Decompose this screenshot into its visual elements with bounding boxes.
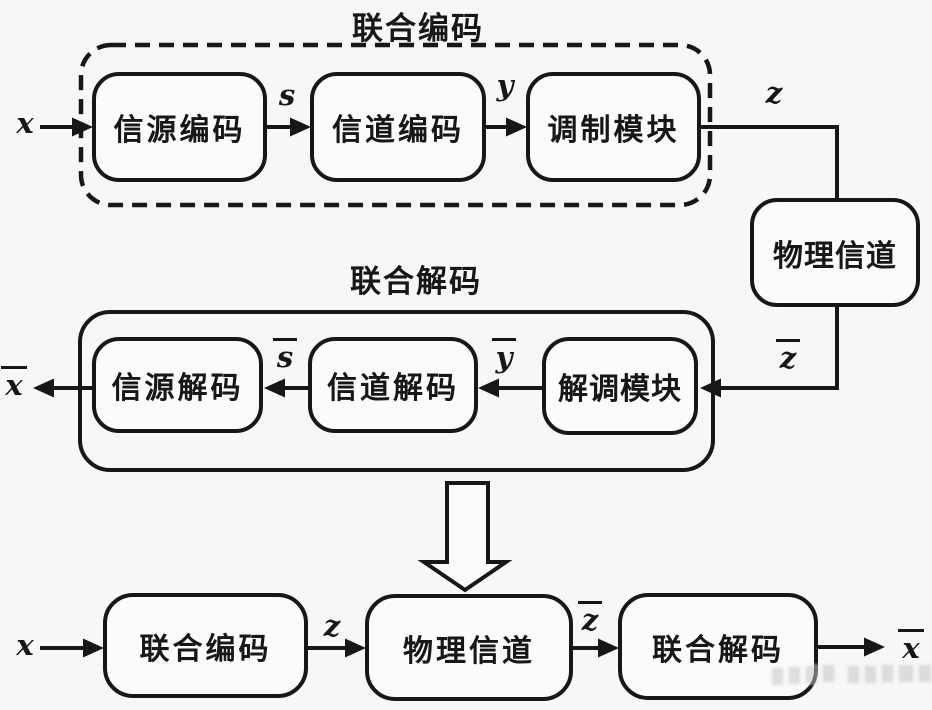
arrow-xbar-output [33, 378, 92, 398]
source-encoder-box: 信源编码 [92, 72, 267, 182]
label-z-bar-bottom: z [568, 601, 612, 635]
label-y-bar: y [482, 338, 526, 372]
channel-decoder-box: 信道解码 [308, 337, 478, 433]
physical-channel-box: 物理信道 [750, 198, 920, 307]
label-s: s [278, 78, 296, 112]
label-z-bottom: z [323, 609, 341, 643]
label-x-input-bottom: x [16, 628, 34, 662]
modulator-box: 调制模块 [526, 72, 701, 182]
line-z-modulator-to-physical-channel [700, 125, 839, 199]
label-x-input: x [16, 106, 34, 140]
label-y: y [496, 68, 514, 102]
label-x-bar-bottom: x [889, 629, 932, 663]
joint-decoder-border [78, 310, 715, 472]
source-decoder-box: 信源解码 [92, 337, 263, 433]
label-z-bar: z [766, 339, 810, 373]
arrow-zbar-physical-channel-to-demodulator [700, 306, 839, 398]
arrow-s-encoder-to-channel [266, 117, 311, 137]
arrow-x-to-joint-encoder [40, 638, 104, 658]
arrow-sbar-channel-decoder-to-source-decoder [264, 378, 309, 398]
label-z: z [765, 76, 783, 110]
big-down-arrow [417, 481, 513, 593]
channel-encoder-box: 信道编码 [310, 72, 486, 182]
joint-encoder-summary-box: 联合编码 [103, 593, 308, 698]
arrow-zbar-physical-channel-to-joint-decoder [572, 638, 619, 658]
physical-channel-summary-box: 物理信道 [365, 594, 573, 701]
label-s-bar: s [263, 338, 307, 372]
arrow-xbar-final-output [817, 637, 885, 657]
joint-encoder-title: 联合编码 [352, 11, 484, 46]
demodulator-box: 解调模块 [542, 337, 698, 435]
arrow-ybar-demodulator-to-channel-decoder [478, 378, 543, 398]
joint-decoder-title: 联合解码 [350, 264, 482, 299]
arrow-z-joint-encoder-to-physical-channel [307, 638, 366, 658]
watermark-text-illegible [770, 663, 932, 691]
arrow-y-channel-to-modulator [485, 117, 527, 137]
label-x-bar-output: x [0, 366, 36, 400]
arrow-x-to-source-encoder [40, 117, 93, 137]
